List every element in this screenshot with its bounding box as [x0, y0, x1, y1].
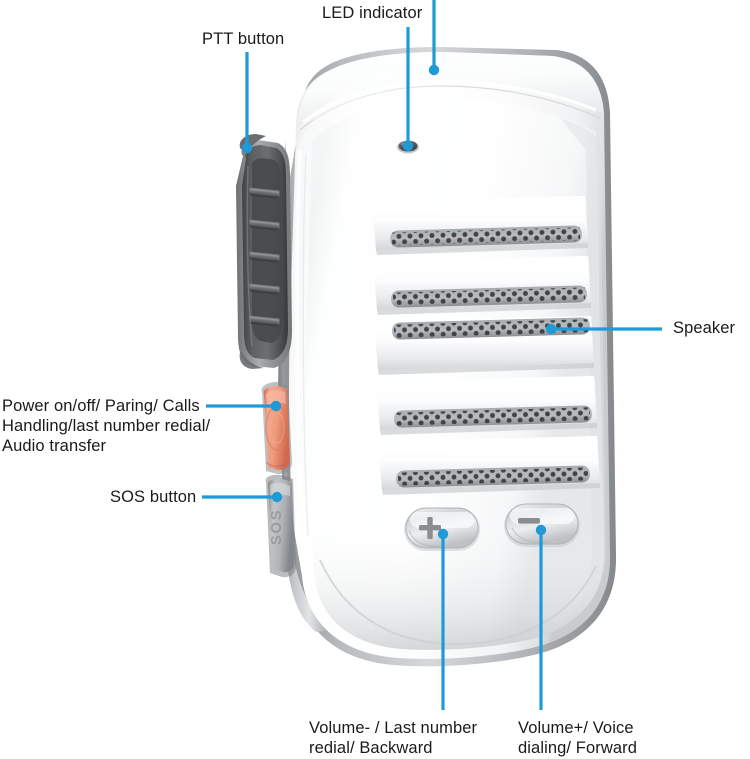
device-bottom-shade — [312, 520, 606, 650]
grille-slot-1 — [372, 196, 588, 255]
device-top-surface — [297, 52, 604, 128]
callout-dot-ptt — [241, 142, 253, 154]
plus-icon — [419, 517, 441, 539]
ptt-ribs — [249, 187, 280, 327]
grille-slot-4 — [376, 376, 597, 435]
speaker-grille — [372, 196, 600, 495]
callout-label-volume-minus: Volume- / Last number redial/ Backward — [309, 719, 478, 757]
right-pill-button[interactable] — [504, 503, 580, 547]
device-body: SOS — [236, 47, 617, 667]
callout-dots — [241, 64, 557, 540]
callout-label-led-indicator: LED indicator — [322, 4, 423, 22]
grille-slot-3 — [374, 316, 594, 375]
power-button[interactable] — [261, 382, 292, 474]
callout-label-volume-plus: Volume+/ Voice dialing/ Forward — [518, 719, 637, 757]
sos-embossed-text: SOS — [268, 509, 285, 545]
callout-label-speaker: Speaker — [673, 319, 736, 337]
grille-slot-5 — [378, 436, 600, 495]
callout-dot-volume-plus — [535, 524, 547, 536]
callout-dot-speaker — [545, 323, 557, 335]
callout-label-sos-button: SOS button — [110, 488, 197, 506]
callout-dot-volume-minus — [437, 528, 449, 540]
minus-icon — [518, 518, 540, 524]
grille-slot-2 — [373, 256, 591, 315]
ptt-button[interactable] — [236, 134, 292, 369]
callout-lines — [202, 0, 662, 710]
callout-label-power-button: Power on/off/ Paring/ Calls Handling/las… — [2, 397, 211, 455]
sos-button[interactable]: SOS — [265, 474, 296, 578]
callout-dot-sos — [271, 491, 283, 503]
callout-dot-led — [402, 140, 414, 152]
callout-dot-power — [270, 400, 282, 412]
callout-dot-top-shell — [428, 64, 440, 76]
callout-label-ptt-button: PTT button — [202, 30, 285, 48]
